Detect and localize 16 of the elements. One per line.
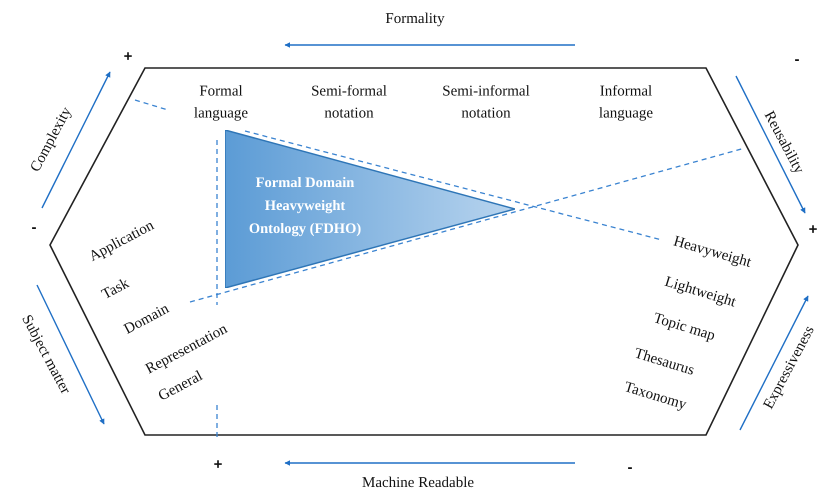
axis-label: Machine Readable — [362, 474, 474, 492]
category-label: Task — [98, 274, 133, 305]
scale-sign: + — [214, 455, 222, 476]
triangle-shape — [225, 130, 515, 288]
scale-sign: - — [32, 218, 36, 238]
scale-sign: - — [794, 50, 800, 70]
column-heading: Semi-informal notation — [441, 82, 531, 123]
column-heading: Informal language — [598, 82, 654, 123]
scale-sign: + — [808, 220, 818, 240]
column-heading: Semi-formal notation — [310, 82, 388, 123]
scale-sign: + — [124, 47, 132, 68]
axis-label: Formality — [385, 10, 445, 30]
category-label: Topic map — [650, 309, 718, 346]
column-heading: Formal language — [192, 82, 250, 123]
node-label: Formal Domain Heavyweight Ontology (FDHO) — [248, 174, 362, 240]
scale-sign: - — [628, 458, 632, 478]
